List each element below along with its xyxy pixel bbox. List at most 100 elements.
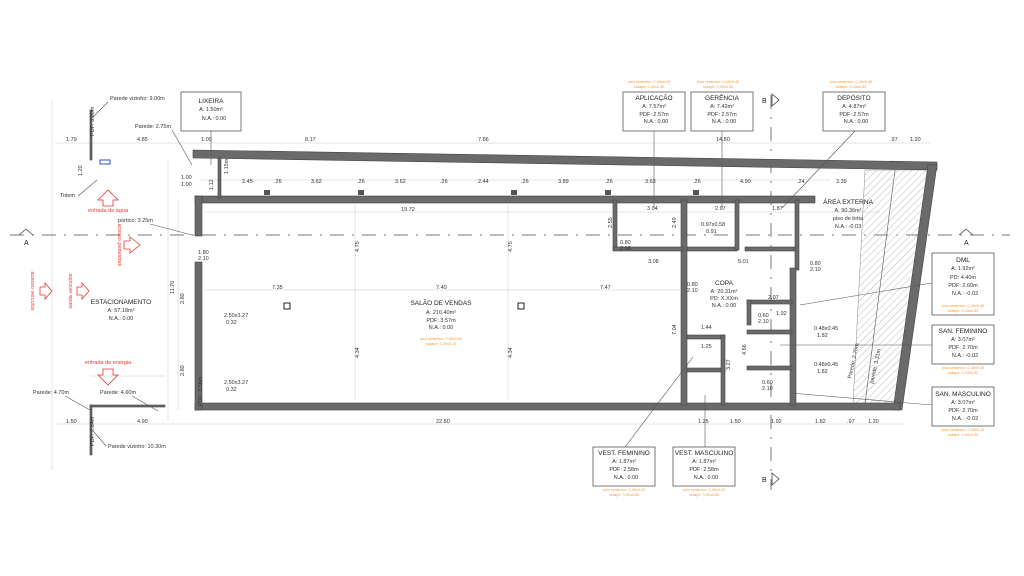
room-level: N.A.: 0.00 <box>644 119 668 125</box>
dimension-label: 7.40 <box>436 285 447 291</box>
dimension-label: 4.90 <box>740 179 751 185</box>
room-pdf: PDF: 2.57m <box>839 112 869 118</box>
room-label-estacionamento: ESTACIONAMENTO A: 57.18m² N.A.: 0.00 <box>91 299 151 322</box>
dimension-label: 0.48x0.45 <box>814 326 838 332</box>
dimension-label: 11.70 <box>170 281 176 294</box>
tag-lixeira: LIXEIRA A: 1.50m² N.A.: 0.00 <box>180 91 242 165</box>
tag-dml: DML A: 1.92m² PD: 4.40m PDF: 2.60m N.A.:… <box>799 252 995 316</box>
room-pdf: PDF: 2.58m <box>609 467 639 473</box>
dimension-label: 1.25 <box>698 419 709 425</box>
dimension-label: 1.50 <box>66 419 77 425</box>
room-level: N.A.: 0.00 <box>694 475 718 481</box>
dimension-label: .97 <box>847 419 855 425</box>
callout-text: PDF: 3.56m <box>198 376 204 406</box>
dimension-label: 2.08 <box>620 246 631 252</box>
meter-box <box>99 159 111 165</box>
dimension-label: 1.25 <box>701 344 712 350</box>
room-name: SAN. FEMININO <box>939 328 988 335</box>
callout-text: Parede vizinho: 10.30m <box>108 444 166 450</box>
arrow-right-icon <box>123 236 141 254</box>
room-area: A: 210.40m² <box>426 310 456 316</box>
room-area: A: 1.87m² <box>612 459 636 465</box>
room-level: N.A.: -0.03 <box>835 224 861 230</box>
tag-san-feminino: SAN. FEMININO A: 3.07m² PDF: 2.70m N.A.:… <box>780 324 995 375</box>
dimension-label: 0.97x0.58 <box>701 222 725 228</box>
section-arrow-icon <box>958 228 974 236</box>
section-markers: A A B B <box>18 93 974 486</box>
dimension-label: 1.82 <box>817 369 828 375</box>
dimension-label: 7.86 <box>478 137 489 143</box>
dimension-label: 1.80 <box>198 250 209 256</box>
dimension-label: 2.10 <box>758 319 769 325</box>
dimension-label: 22.80 <box>436 419 450 425</box>
room-area: A: 1.87m² <box>692 459 716 465</box>
room-area: A: 20.31m² <box>711 289 738 295</box>
room-area: A: 4.87m² <box>842 104 866 110</box>
dimension-label: 4.34 <box>355 347 361 358</box>
arrow-down-icon <box>97 368 119 386</box>
dimension-label: 2.10 <box>762 386 773 392</box>
room-level: N.A.: 0.00 <box>202 116 226 122</box>
dimension-label: .26 <box>605 179 613 185</box>
dimension-label: 3.39 <box>836 179 847 185</box>
dimension-label: 2.97 <box>715 206 726 212</box>
dimension-label: 1.20 <box>78 165 84 176</box>
callout-text: PDF: 3.00m <box>90 106 96 136</box>
dimension-label: 5.01 <box>738 259 749 265</box>
dimension-label: 1.82 <box>817 333 828 339</box>
dimension-texts: 1.79 4.85 1.00 8.17 7.86 14.80 .97 1.20 … <box>66 137 921 425</box>
arrow-label: acesso pedestres <box>116 223 122 266</box>
section-b-top: B <box>762 98 767 105</box>
dimension-label: 3.27 <box>726 359 732 370</box>
dimension-label: 1.12 <box>209 179 215 190</box>
dimension-label: 3.62 <box>311 179 322 185</box>
dimension-label: 0.80 <box>810 261 821 267</box>
section-arrow-icon <box>771 472 780 486</box>
dimension-label: 3.08 <box>648 259 659 265</box>
dimension-label: 2.50x3.27 <box>224 313 248 319</box>
room-name: LIXEIRA <box>199 98 225 105</box>
dimension-label: 14.80 <box>716 137 730 143</box>
tag-gerencia: piso cerâmico: 0.45x0.45 rodapé: 0.33x0.… <box>690 80 754 208</box>
section-arrow-icon <box>18 228 34 236</box>
section-arrow-icon <box>771 93 780 107</box>
dimension-label: .26 <box>357 179 365 185</box>
arrow-label: entrada de energia <box>85 360 132 366</box>
dimension-label: 4.90 <box>137 419 148 425</box>
callout-text: Parede: 2.75m <box>135 124 171 130</box>
room-area: A: 57.18m² <box>108 308 135 314</box>
room-floor: piso cerâmico: 0.45x0.45 <box>830 80 872 84</box>
dimension-label: 1.00 <box>201 137 212 143</box>
dimension-label: 4.34 <box>508 347 514 358</box>
room-label-copa: COPA A: 20.31m² PD: X.XXm N.A.: 0.00 <box>710 280 738 309</box>
room-name: DML <box>956 257 970 264</box>
dimension-label: .26 <box>521 179 529 185</box>
dimension-label: 1.50 <box>730 419 741 425</box>
dimension-lines <box>51 100 930 470</box>
dimension-label: 3.63 <box>645 179 656 185</box>
room-area: A: 3.07m² <box>951 400 975 406</box>
room-level: N.A.: -0.02 <box>952 353 978 359</box>
callout-text: Parede: 4.60m <box>100 390 136 396</box>
room-base: rodapé: 0.33x0.50 <box>836 85 867 89</box>
dimension-label: .24 <box>797 179 805 185</box>
room-level: N.A.: 0.00 <box>109 316 133 322</box>
room-label-area-externa: ÁREA EXTERNA A: 90.36m² piso de brita N.… <box>823 197 874 230</box>
dimension-label: 0.32 <box>226 320 237 326</box>
room-area: A: 90.36m² <box>835 208 862 214</box>
tag-deposito: piso cerâmico: 0.45x0.45 rodapé: 0.33x0.… <box>781 80 886 209</box>
room-area: A: 7.42m² <box>710 104 734 110</box>
arrow-right-icon <box>39 281 53 301</box>
room-label-salao: SALÃO DE VENDAS A: 210.40m² PDF: 3.57m N… <box>410 298 472 346</box>
dimension-label: 1.20 <box>910 137 921 143</box>
room-base: rodapé: 0.33x0.50 <box>689 493 720 497</box>
dimension-label: 2.10 <box>810 267 821 273</box>
room-floor: piso cerâmico: 0.45x0.45 <box>697 80 739 84</box>
dimension-label: 2.10 <box>198 256 209 262</box>
dimension-label: 2.10 <box>687 288 698 294</box>
room-floor: piso cerâmico: 0.45x0.45 <box>603 488 645 492</box>
dimension-label: 3.04 <box>647 206 658 212</box>
dimension-label: 19.72 <box>401 207 415 213</box>
dimension-label: 3.62 <box>395 179 406 185</box>
